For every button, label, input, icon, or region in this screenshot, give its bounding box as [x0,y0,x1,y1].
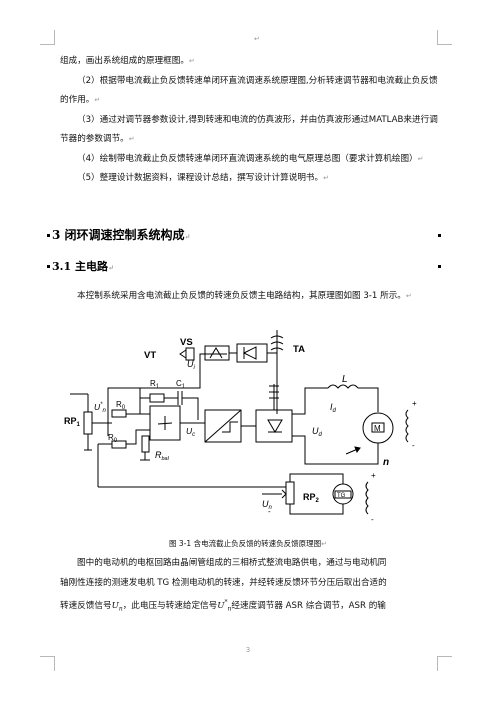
motor-symbol [371,422,385,433]
paragraph-5: （5）整理设计数据资料，课程设计总结，撰写设计计算说明书。↵ [77,173,329,183]
label-r0-top: R0 [116,400,126,411]
thyristor-icon [267,419,283,433]
paragraph-3: （3）通过对调节器参数设计,得到转速和电流的仿真波形，并由仿真波形通过MATLA… [60,114,438,145]
wiper-arrow-icon [281,489,287,499]
wire [292,435,379,465]
heading-bullet [47,234,50,237]
label-n: n [383,457,389,468]
label-uc: Uc [186,426,195,438]
wire [107,387,170,436]
filter-curve-icon [209,347,223,359]
rp2-potentiometer [285,481,295,505]
paragraph-1: 组成，画出系统组成的原理框图。↵ [60,56,195,66]
block-diagonal [204,409,242,443]
heading-section-3-1: 3.1 主电路↵ [52,260,114,273]
current-transformer-icon [270,335,284,351]
paragraph-2: （2）根据带电流截止负反馈转速单闭环直流调速系统原理图,分析转速调节器和电流截止… [60,75,438,106]
body-text-top: 组成，画出系统组成的原理框图。↵ （2）根据带电流截止负反馈转速单闭环直流调速系… [60,52,440,189]
wire [289,504,344,515]
label-vt: VT [144,350,156,361]
closing-paragraph: 图中的电动机的电枢回路由晶闸管组成的三相桥式整流电路供电，通过与电动机同 轴刚性… [60,558,387,613]
crop-mark-bottom-left [40,656,55,671]
heading-bullet [47,265,50,268]
paragraph-4: （4）绘制带电流截止负反馈转速单闭环直流调速系统的电气原理总图（要求计算机绘图）… [77,153,424,164]
resistor-rbal [141,435,150,453]
resistor-r1 [149,393,165,403]
label-rbal: Rbal [155,450,170,462]
resistor-r0-top [111,409,127,418]
field-winding-icon [405,409,409,443]
label-tg: TG [337,493,346,499]
label-vs: VS [180,337,193,348]
label-rp2: RP2 [303,492,320,504]
tg-symbol [334,490,352,499]
thyristor-rectifier-block [255,409,293,443]
intro-paragraph: 本控制系统采用含电流截止负反馈的转速负反馈主电路结构，其原理图如图 3-1 所示… [77,291,412,301]
tg-field-winding-icon [365,481,369,515]
crop-mark-top-right [437,30,452,45]
label-rp1: RP1 [64,416,81,428]
zener-diode-icon [179,349,187,359]
wire [358,387,379,412]
wire [182,397,199,420]
label-ud: Ud [312,426,323,438]
circuit-diagram: VS TA VT Ui R1 C1 RP1 U*n R0 R0 Uc Rbal … [64,330,417,524]
wire [139,388,150,399]
wire [292,387,328,415]
label-minus-un: - [268,507,271,516]
label-minus-tg: - [371,515,374,524]
rp1-potentiometer [83,411,93,435]
pulse-icon [222,421,238,433]
supply-lines-icon [269,385,279,399]
figure-caption: 图 3-1 含电流截止负反馈的转速负反馈原理图↵ [169,539,327,548]
page-number: 3 [245,646,251,654]
diode-icon [242,346,257,360]
crop-mark-bottom-right [437,656,452,671]
heading-bullet [438,234,441,237]
label-plus-field: + [412,399,417,408]
heading-section-3: 3 闭环调速控制系统构成↵ [52,228,191,242]
heading-bullet [438,265,441,268]
label-ui: Ui [187,359,196,371]
label-minus-field: - [412,441,415,450]
wire [126,429,150,445]
crop-mark-top-left [40,30,55,45]
op-amp-symbol [157,416,173,430]
filter-block [204,345,230,361]
label-m: M [374,424,381,433]
label-ta: TA [293,344,305,355]
paragraph-mark: ↵ [254,35,260,43]
label-r0-bottom: R0 [108,433,118,444]
label-plus-tg: + [371,471,376,480]
label-un: Un [262,499,273,511]
inductor-l [327,384,359,389]
wire [170,353,227,389]
arrow-head [354,446,361,454]
label-c1: C1 [176,379,186,390]
label-id: Id [330,402,337,414]
diode-bridge-block [236,343,268,363]
wire [289,473,344,484]
label-un-star: U*n [94,402,106,414]
label-l: L [342,374,348,385]
label-r1: R1 [150,379,160,390]
